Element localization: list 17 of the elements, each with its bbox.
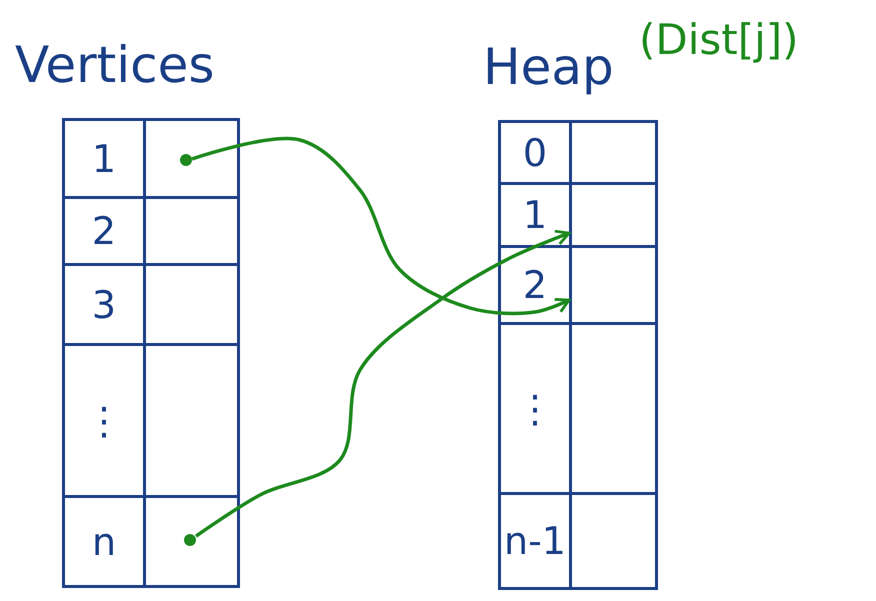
table-heading: Heap: [483, 38, 614, 96]
pointer-dot: [180, 154, 192, 166]
table-heading: Vertices: [15, 36, 214, 94]
row-index-cell-text: n-1: [503, 518, 567, 565]
row-index-cell-text: 2: [90, 208, 118, 255]
heading-note: (Dist[j]): [639, 15, 799, 64]
row-index-cell-text: ⋮: [515, 386, 555, 432]
row-index-cell-text: ⋮: [84, 398, 124, 444]
pointer-dot: [184, 534, 196, 546]
arrow: [195, 230, 570, 538]
row-index-cell-text: 3: [90, 282, 118, 328]
arrow: [191, 136, 570, 316]
row-index-cell-text: 1: [90, 136, 118, 182]
row-index-cell-text: 2: [522, 262, 548, 309]
row-index-cell-text: 0: [522, 130, 548, 176]
row-index-cell-text: 1: [522, 192, 548, 239]
row-index-cell-text: n: [90, 518, 118, 566]
